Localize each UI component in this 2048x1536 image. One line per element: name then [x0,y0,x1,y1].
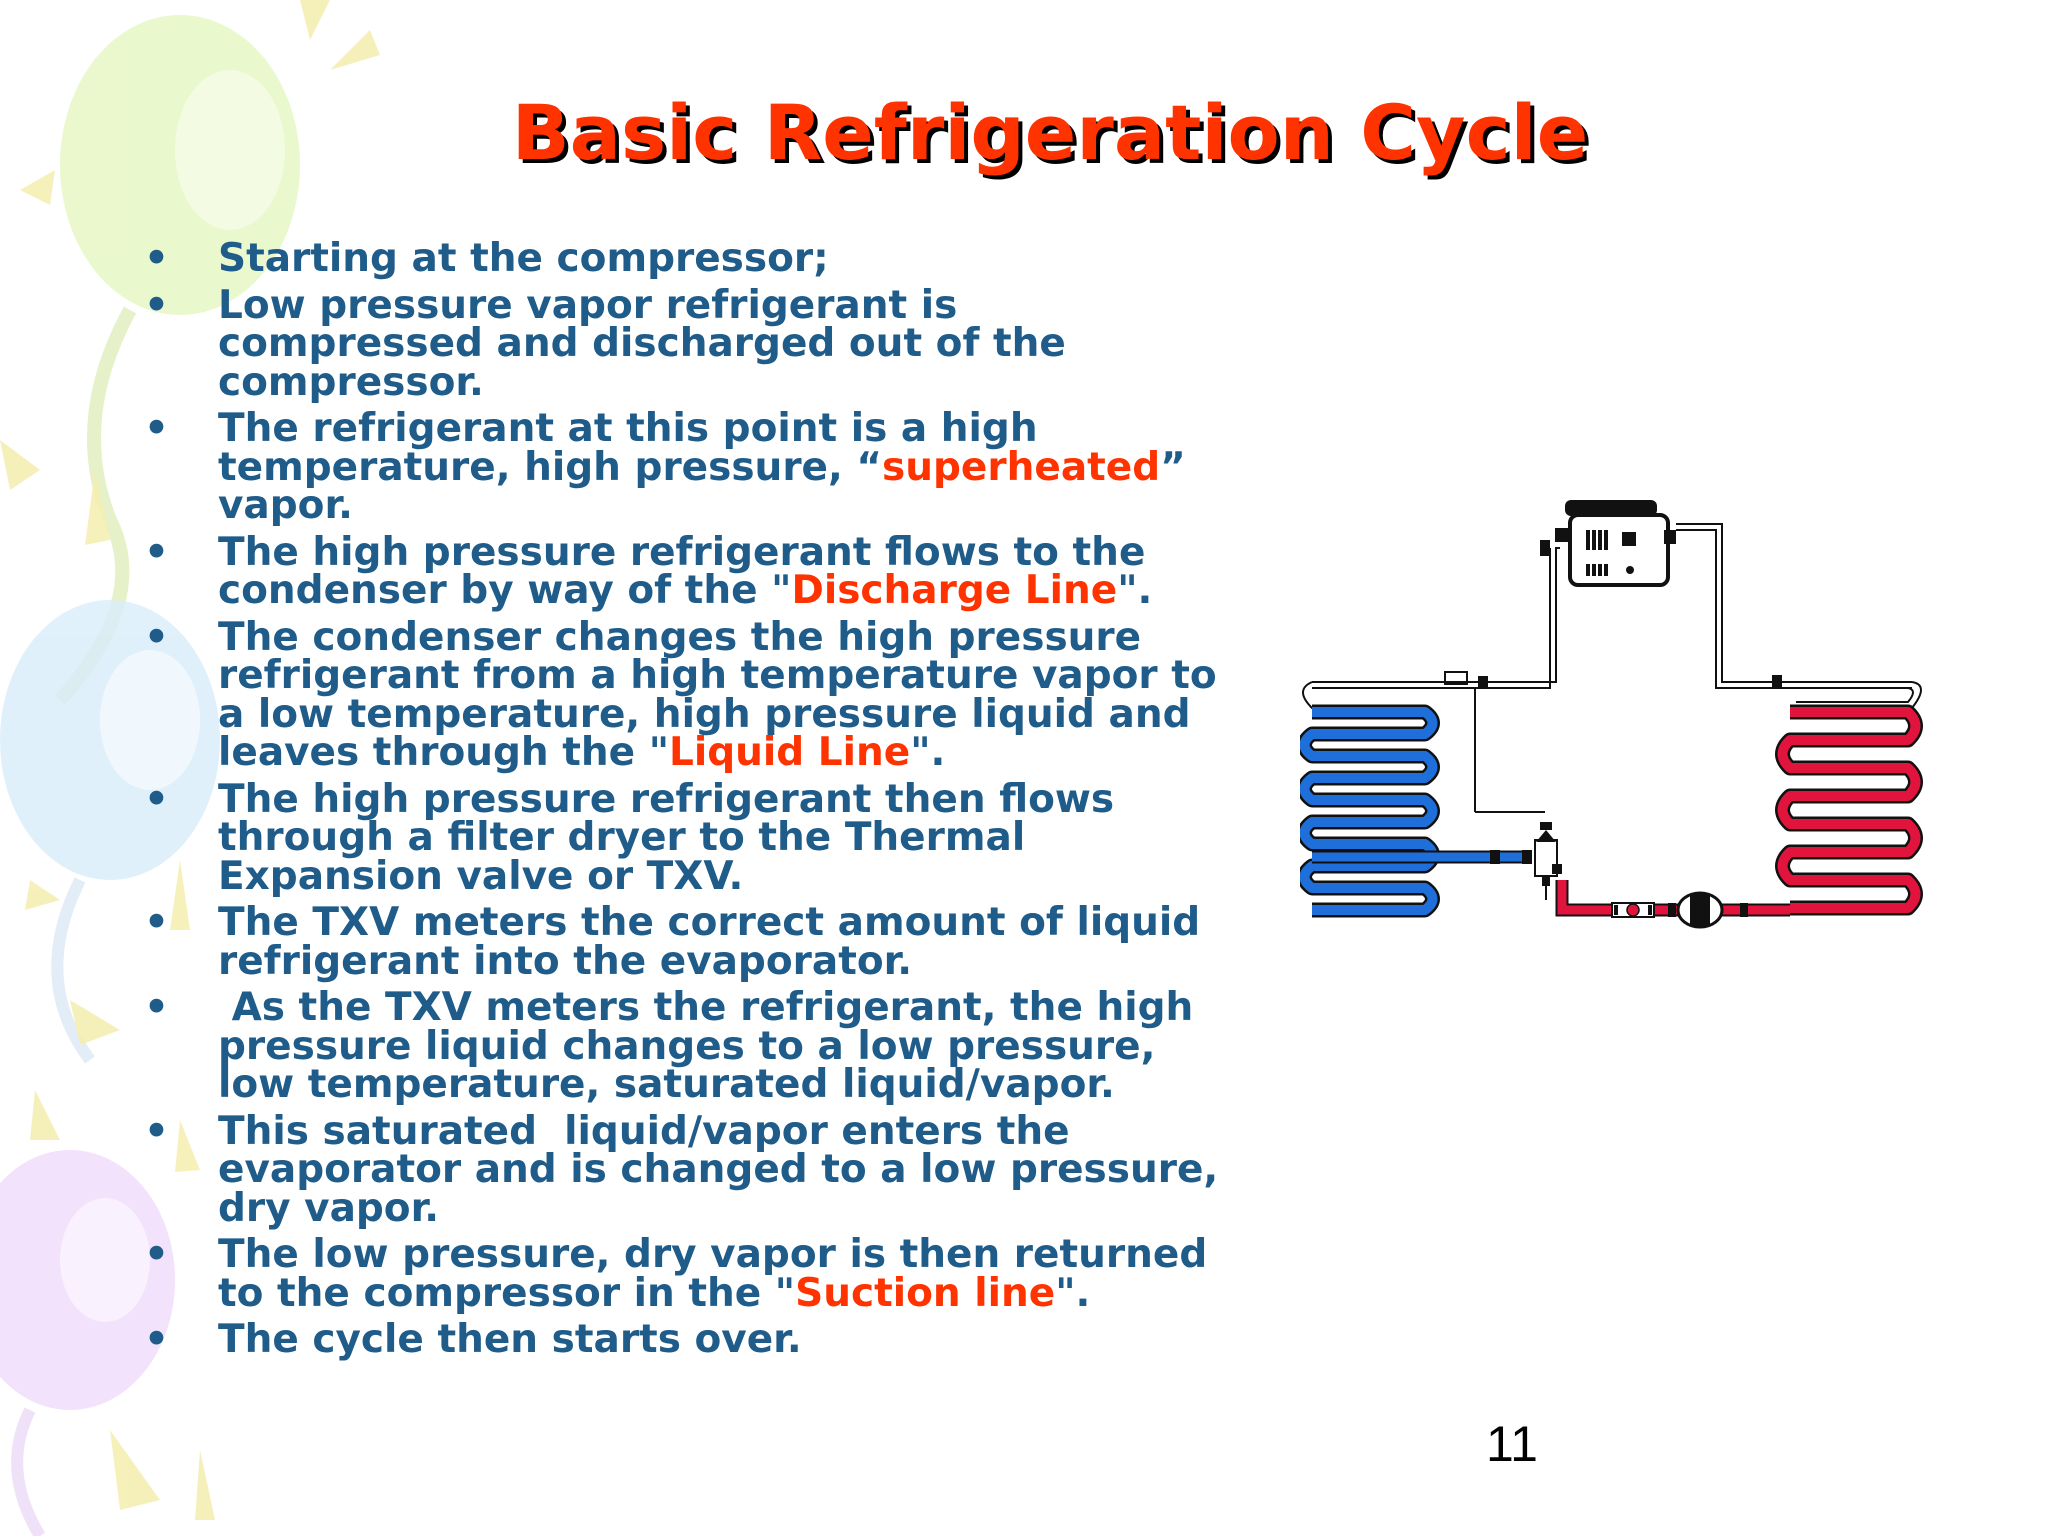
bullet-dot-icon: • [144,1108,169,1154]
discharge-line [1676,523,1912,689]
suction-line [1312,547,1560,689]
bullet-highlight-term: Discharge Line [791,568,1118,613]
blue-balloon-icon [0,600,220,1064]
bullet-item: • The high pressure refrigerant then flow… [140,776,1260,897]
bullet-item: • This saturated liquid/vapor enters the … [140,1108,1260,1229]
bullet-text: The refrigerant at this point is a high … [218,406,1038,490]
bullet-text: ". [1055,1270,1091,1316]
bullet-dot-icon: • [144,529,169,575]
bullet-text: The condenser changes the high pressure … [218,614,1217,775]
condenser-coil [1775,704,1923,916]
bullet-dot-icon: • [144,776,169,822]
bullet-text: The high pressure refrigerant then flows… [218,776,1115,899]
bullet-dot-icon: • [144,900,169,945]
page-number: 11 [1486,1416,1538,1472]
bullet-text: The cycle then starts over. [218,1317,802,1362]
bullet-text: As the TXV meters the refrigerant, the h… [218,985,1194,1107]
bullet-text: The TXV meters the correct amount of liq… [218,900,1201,984]
bullet-item: • The condenser changes the high pressure… [140,614,1260,775]
bullet-item: • The low pressure, dry vapor is then ret… [140,1232,1260,1316]
bullet-list: • Starting at the compressor; • Low pressur… [140,236,1260,1368]
slide-title: Basic Refrigeration Cycle [511,88,1589,177]
bullet-item: • The TXV meters the correct amount of li… [140,900,1260,981]
bullet-highlight-term: superheated [882,444,1161,490]
bullet-dot-icon: • [144,985,169,1030]
bullet-text: Starting at the compressor; [218,236,829,281]
purple-balloon-icon [0,1150,175,1536]
bullet-highlight-term: Suction line [795,1270,1056,1316]
bullet-dot-icon: • [144,236,169,281]
bullet-item: • Low pressure vapor refrigerant is compr… [140,282,1260,403]
compressor-icon [1540,500,1676,587]
bullet-item: • The cycle then starts over. [140,1317,1260,1362]
sight-glass-icon [1611,902,1655,918]
filter-dryer-icon [1668,891,1748,929]
txv-valve-icon [1474,688,1562,900]
refrigeration-cycle-diagram [1300,500,1923,929]
bullet-dot-icon: • [144,282,169,328]
bullet-dot-icon: • [144,614,169,660]
bullet-text: ". [1117,568,1153,613]
bullet-item: • As the TXV meters the refrigerant, the… [140,985,1260,1105]
bullet-item: • The refrigerant at this point is a high… [140,406,1260,528]
bullet-text: Low pressure vapor refrigerant is compre… [218,282,1066,405]
bullet-dot-icon: • [144,406,169,451]
bullet-highlight-term: Liquid Line [669,730,911,775]
bullet-item: • Starting at the compressor; [140,236,1260,281]
confetti-streaks [0,0,380,1520]
bullet-text: ” vapor. [218,444,1186,528]
evaporator-coil [1300,704,1440,918]
bullet-text: ". [910,730,946,775]
bullet-text: This saturated liquid/vapor enters the e… [218,1108,1219,1231]
bullet-text: The low pressure, dry vapor is then retu… [218,1232,1208,1316]
bullet-item: • The high pressure refrigerant flows to … [140,529,1260,613]
bullet-dot-icon: • [144,1232,169,1277]
bullet-dot-icon: • [144,1317,169,1362]
bullet-text: The high pressure refrigerant flows to t… [218,529,1146,613]
